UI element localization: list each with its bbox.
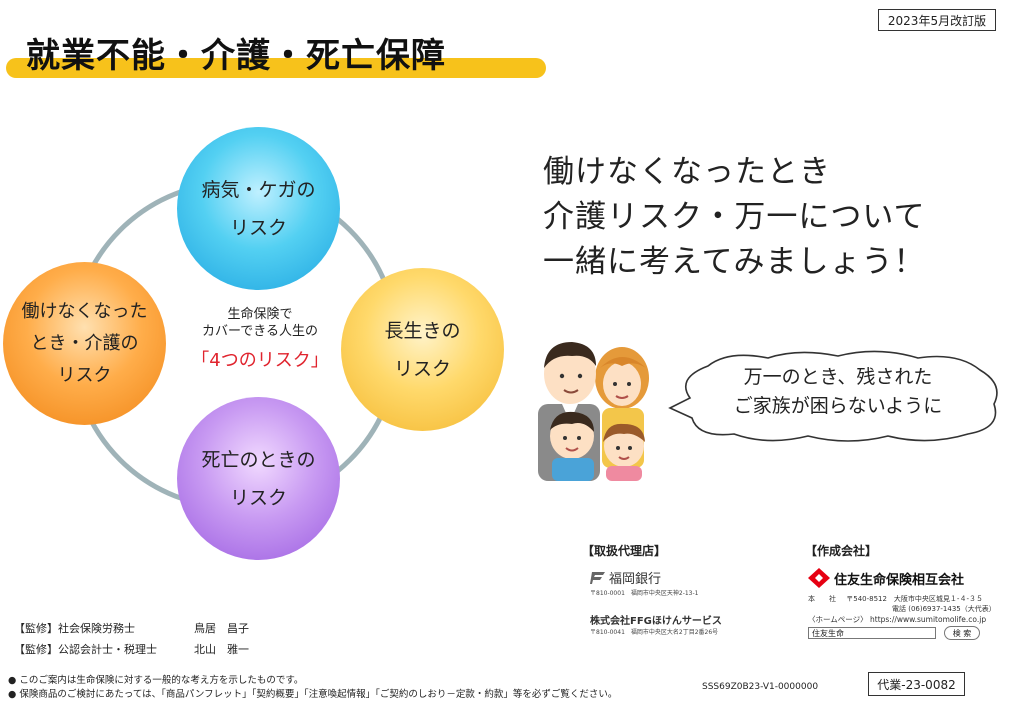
risk-work-circle: 働けなくなった とき・介護の リスク — [3, 262, 166, 425]
maker-hq-address: 〒540-8512 大阪市中央区城見１-４-３５ — [846, 595, 983, 603]
risk-death-line1: 死亡のときの — [201, 448, 316, 471]
sumitomo-logo-icon — [808, 568, 830, 588]
maker-name: 住友生命保険相互会社 — [834, 572, 965, 588]
maker-homepage: 〈ホームページ〉 https://www.sumitomolife.co.jp — [808, 615, 987, 624]
headline-line3: 一緒に考えてみましょう！ — [543, 244, 926, 280]
bubble-line1: 万一のとき、残された — [743, 366, 933, 388]
maker-hq: 本 社 〒540-8512 大阪市中央区城見１-４-３５ — [808, 594, 983, 604]
headline: 働けなくなったとき 介護リスク・万一について 一緒に考えてみましょう！ — [543, 150, 925, 285]
supervisor-1-label: 【監修】社会保険労務士 — [14, 622, 135, 635]
note-2: 保険商品のご検討にあたっては、「商品パンフレット」「契約概要」「注意喚起情報」「… — [19, 689, 618, 700]
risk-work-line3: リスク — [57, 364, 112, 386]
supervisor-1: 【監修】社会保険労務士 鳥居 昌子 — [14, 620, 249, 636]
bubble-line2: ご家族が困らないように — [733, 395, 943, 417]
supervisor-1-name: 鳥居 昌子 — [194, 622, 249, 635]
center-caption: 生命保険で カバーできる人生の — [170, 306, 350, 340]
agency-heading: 【取扱代理店】 — [582, 544, 667, 558]
note-item: ● 保険商品のご検討にあたっては、「商品パンフレット」「契約概要」「注意喚起情報… — [8, 689, 618, 700]
note-1: このご案内は生命保険に対する一般的な考え方を示したものです。 — [19, 675, 304, 686]
speech-bubble — [668, 350, 998, 442]
four-risks-label: 「4つのリスク」 — [191, 350, 329, 371]
page-title: 就業不能・介護・死亡保障 — [26, 36, 446, 76]
bubble-text: 万一のとき、残された ご家族が困らないように — [682, 363, 994, 421]
family-illustration — [538, 342, 649, 481]
notes: ● このご案内は生命保険に対する一般的な考え方を示したものです。 ● 保険商品の… — [8, 674, 617, 702]
maker-logo: 住友生命保険相互会社 — [808, 568, 964, 588]
risk-work-line2: とき・介護の — [30, 332, 139, 354]
bank-address: 〒810-0001 福岡市中央区天神2-13-1 — [590, 590, 699, 597]
document-code: SSS69Z0B23-V1-0000000 — [702, 682, 819, 692]
supervisor-2: 【監修】公認会計士・税理士 北山 雅一 — [14, 641, 249, 657]
agency-company: 株式会社FFGほけんサービス — [590, 616, 722, 627]
search-input[interactable]: 住友生命 — [808, 627, 936, 639]
maker-phone: 電話 (06)6937-1435（大代表） — [892, 605, 996, 613]
risk-death-circle: 死亡のときの リスク — [177, 397, 340, 560]
note-item: ● このご案内は生命保険に対する一般的な考え方を示したものです。 — [8, 675, 304, 686]
supervisor-2-label: 【監修】公認会計士・税理士 — [14, 643, 157, 656]
maker-heading: 【作成会社】 — [805, 544, 878, 558]
risk-illness-line2: リスク — [229, 216, 287, 239]
edition-label: 2023年5月改訂版 — [878, 9, 996, 31]
supervisor-2-name: 北山 雅一 — [194, 643, 249, 656]
bank-logo: 福岡銀行 — [590, 568, 661, 587]
maker-hq-label: 本 社 — [808, 595, 836, 603]
headline-line2: 介護リスク・万一について — [543, 199, 926, 235]
search-button[interactable]: 検 索 — [944, 626, 980, 640]
center-caption-line1: 生命保険で — [227, 307, 293, 322]
center-caption-line2: カバーできる人生の — [202, 324, 318, 339]
risk-death-line2: リスク — [229, 486, 287, 509]
bank-name: 福岡銀行 — [609, 572, 662, 587]
risk-work-line1: 働けなくなった — [21, 300, 148, 322]
risk-illness-circle: 病気・ケガの リスク — [177, 127, 340, 290]
title-underline — [6, 58, 546, 78]
approval-code: 代業-23-0082 — [868, 672, 965, 696]
risk-longevity-line2: リスク — [393, 357, 451, 380]
headline-line1: 働けなくなったとき — [543, 154, 831, 190]
agency-company-address: 〒810-0041 福岡市中央区大名2丁目2番26号 — [590, 629, 719, 636]
risk-longevity-circle: 長生きの リスク — [341, 268, 504, 431]
risk-illness-line1: 病気・ケガの — [201, 178, 316, 201]
risk-longevity-line1: 長生きの — [384, 319, 461, 342]
bank-logo-icon — [590, 571, 605, 584]
